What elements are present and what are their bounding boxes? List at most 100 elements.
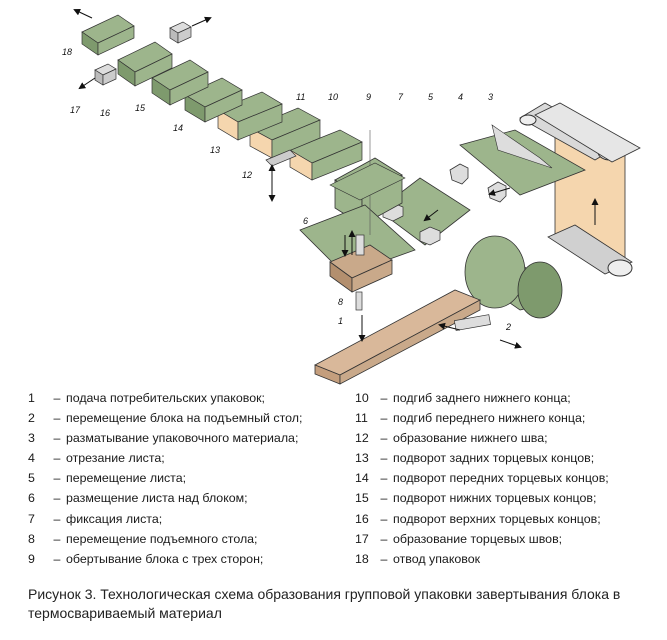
legend-number: 5	[28, 471, 35, 486]
legend-dash: –	[380, 491, 388, 506]
legend-item: 18–отвод упаковок	[355, 549, 655, 569]
process-diagram: 18 17 16 15 14 13 12 11 10 9 7 5 4 3 6 8…	[62, 8, 641, 385]
legend-dash: –	[53, 531, 61, 546]
legend-number: 2	[28, 411, 35, 426]
legend-text: образование торцевых швов;	[393, 531, 563, 546]
legend-text: обертывание блока с трех сторон;	[66, 551, 264, 566]
diagram-svg: 18 17 16 15 14 13 12 11 10 9 7 5 4 3 6 8…	[62, 8, 641, 385]
legend-item: 15–подворот нижних торцевых концов;	[355, 488, 655, 508]
legend-dash: –	[53, 391, 61, 405]
legend-number: 3	[28, 431, 35, 446]
label-12: 12	[242, 170, 252, 180]
legend-dash: –	[53, 471, 61, 486]
legend-item: 10–подгиб заднего нижнего конца;	[355, 388, 655, 408]
label-17: 17	[70, 105, 81, 115]
legend-item: 9 –обертывание блока с трех сторон;	[28, 549, 348, 569]
legend-dash: –	[380, 531, 388, 546]
legend-dash: –	[380, 471, 388, 486]
diagram-number-labels: 18 17 16 15 14 13 12 11 10 9 7 5 4 3 6 8…	[62, 47, 511, 332]
legend-number: 12	[355, 431, 369, 446]
sealing-and-output	[73, 8, 212, 90]
material-unwind	[464, 102, 641, 319]
legend-text: подача потребительских упаковок;	[66, 391, 265, 405]
legend-text: подворот передних торцевых концов;	[393, 471, 609, 486]
label-4: 4	[458, 92, 463, 102]
legend-item: 6 –размещение листа над блоком;	[28, 488, 348, 508]
legend-text: подворот задних торцевых концов;	[393, 451, 595, 466]
legend-number: 10	[355, 391, 369, 405]
legend-number: 18	[355, 551, 369, 566]
legend-item: 1–подача потребительских упаковок;	[28, 388, 348, 408]
legend-number: 13	[355, 451, 369, 466]
label-3: 3	[488, 92, 493, 102]
legend-dash: –	[53, 411, 61, 426]
legend-text: перемещение листа;	[66, 471, 187, 486]
label-1: 1	[338, 316, 343, 326]
label-16: 16	[100, 108, 110, 118]
legend-number: 17	[355, 531, 369, 546]
legend-item: 7 –фиксация листа;	[28, 509, 348, 529]
legend-dash: –	[53, 491, 61, 506]
label-11: 11	[296, 92, 305, 102]
legend-number: 9	[28, 551, 35, 566]
legend-number: 6	[28, 491, 35, 506]
legend-text: подворот нижних торцевых концов;	[393, 491, 597, 506]
legend-number: 4	[28, 451, 35, 466]
legend-text: отвод упаковок	[393, 551, 481, 566]
legend-dash: –	[53, 511, 61, 526]
legend-item: 13–подворот задних торцевых концов;	[355, 448, 655, 468]
legend-item: 3 –разматывание упаковочного материала;	[28, 428, 348, 448]
legend-dash: –	[380, 411, 388, 426]
legend-dash: –	[380, 451, 388, 466]
legend-dash: –	[53, 451, 61, 466]
legend-number: 16	[355, 511, 369, 526]
legend-text: образование нижнего шва;	[393, 431, 548, 446]
label-5: 5	[428, 92, 434, 102]
legend-number: 15	[355, 491, 369, 506]
legend-dash: –	[380, 551, 388, 566]
legend-item: 16–подворот верхних торцевых концов;	[355, 509, 655, 529]
label-2: 2	[505, 322, 511, 332]
end-fold-stations	[117, 41, 283, 141]
legend-item: 11–подгиб переднего нижнего конца;	[355, 408, 655, 428]
legend-text: перемещение блока на подъемный стол;	[66, 411, 303, 426]
legend-number: 7	[28, 511, 35, 526]
label-10: 10	[328, 92, 338, 102]
legend-text: перемещение подъемного стола;	[66, 531, 258, 546]
legend-dash: –	[53, 551, 61, 566]
legend-text: подворот верхних торцевых концов;	[393, 511, 601, 526]
legend-dash: –	[380, 391, 388, 405]
legend-dash: –	[380, 431, 388, 446]
legend-item: 4 –отрезание листа;	[28, 448, 348, 468]
legend-item: 8 –перемещение подъемного стола;	[28, 529, 348, 549]
label-9: 9	[366, 92, 371, 102]
legend-left: 1–подача потребительских упаковок; 2–пер…	[28, 388, 348, 569]
legend-right: 10–подгиб заднего нижнего конца; 11–подг…	[355, 388, 655, 569]
legend-item: 5 –перемещение листа;	[28, 468, 348, 488]
legend-item: 17–образование торцевых швов;	[355, 529, 655, 549]
legend-text: подгиб переднего нижнего конца;	[393, 411, 586, 426]
cutting-zone	[449, 124, 586, 203]
label-15: 15	[135, 103, 146, 113]
legend-item: 2 –перемещение блока на подъемный стол;	[28, 408, 348, 428]
label-8: 8	[338, 297, 343, 307]
label-13: 13	[210, 145, 220, 155]
label-18: 18	[62, 47, 72, 57]
legend-dash: –	[380, 511, 388, 526]
legend-item: 12–образование нижнего шва;	[355, 428, 655, 448]
legend-text: разматывание упаковочного материала;	[66, 431, 299, 446]
figure-caption: Рисунок 3. Технологическая схема образов…	[28, 586, 621, 621]
legend-number: 11	[355, 411, 368, 426]
legend-text: подгиб заднего нижнего конца;	[393, 391, 571, 405]
legend-number: 8	[28, 531, 35, 546]
label-7: 7	[398, 92, 404, 102]
label-14: 14	[173, 123, 183, 133]
legend-dash: –	[53, 431, 61, 446]
legend-text: размещение листа над блоком;	[66, 491, 248, 506]
fold-stations	[249, 107, 406, 202]
legend-text: фиксация листа;	[66, 511, 163, 526]
lift-table	[299, 130, 416, 311]
legend-text: отрезание листа;	[66, 451, 165, 466]
legend-item: 14–подворот передних торцевых концов;	[355, 468, 655, 488]
legend-number: 14	[355, 471, 369, 486]
